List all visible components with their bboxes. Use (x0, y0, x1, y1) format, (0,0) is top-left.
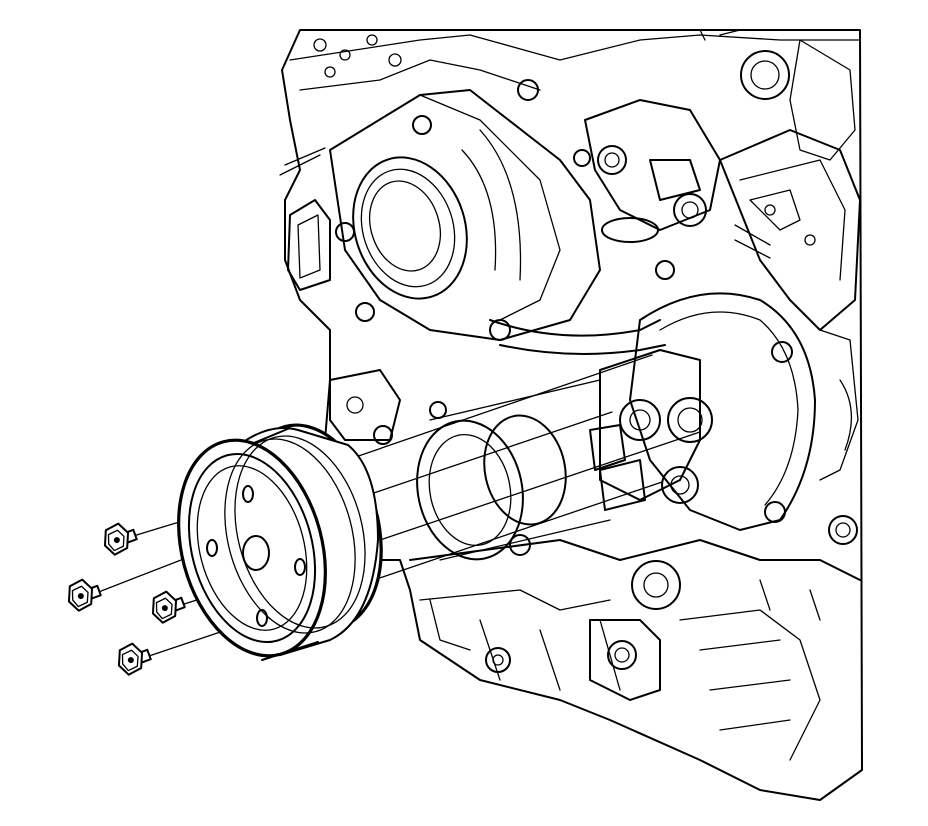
water-pump-pulley (177, 423, 383, 661)
bolt-1 (103, 522, 138, 556)
bolt-2 (67, 578, 102, 612)
bolt-4 (117, 642, 152, 676)
bolt-3 (151, 590, 186, 624)
engine-front-cover (279, 29, 863, 801)
